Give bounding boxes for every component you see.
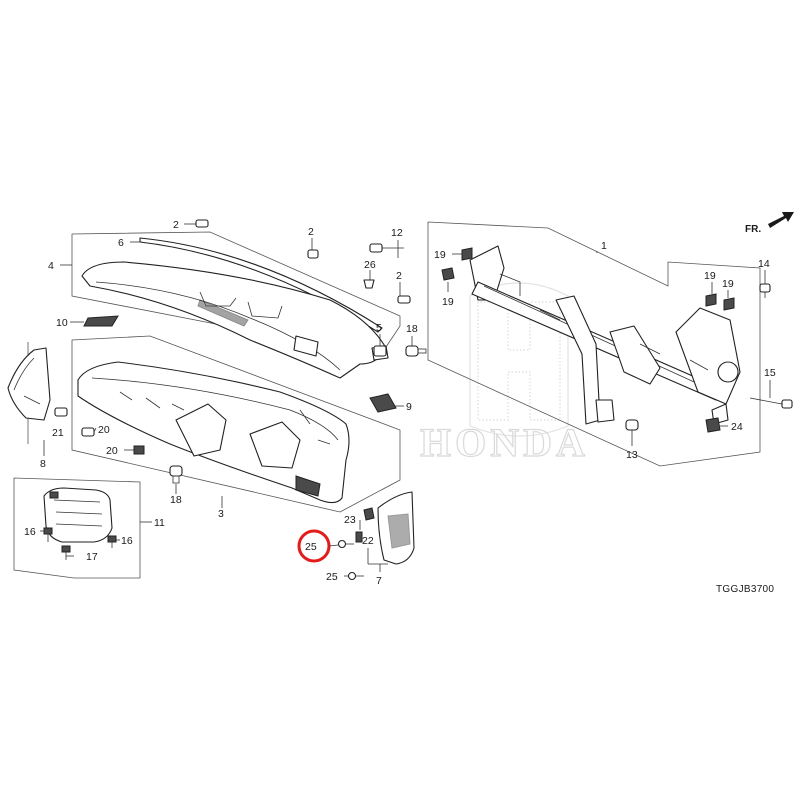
group-box-airbag xyxy=(13,477,141,579)
callout-5: 5 xyxy=(376,322,382,334)
part-8-side-cover xyxy=(7,347,51,421)
part-2-clip-b xyxy=(307,249,319,259)
callout-20-a: 20 xyxy=(98,424,110,436)
callout-4: 4 xyxy=(48,260,54,272)
callout-7: 7 xyxy=(376,575,382,587)
callout-25-a: 25 xyxy=(305,541,317,553)
callout-3: 3 xyxy=(218,508,224,520)
callout-10: 10 xyxy=(56,317,68,329)
callout-17: 17 xyxy=(86,551,98,563)
callout-22: 22 xyxy=(362,535,374,547)
callout-23: 23 xyxy=(344,514,356,526)
part-20-clip-b xyxy=(133,445,145,455)
callout-16-a: 16 xyxy=(24,526,36,538)
part-3-lower-dashboard-panel xyxy=(77,361,350,504)
callout-13: 13 xyxy=(626,449,638,461)
callout-2-clip-c: 2 xyxy=(396,270,402,282)
part-15-bolt xyxy=(749,397,793,409)
part-25-screw-b xyxy=(347,571,364,581)
front-direction-label: FR. xyxy=(745,224,761,235)
part-10-side-vent xyxy=(83,315,119,327)
callout-19-a: 19 xyxy=(434,249,446,261)
callout-21: 21 xyxy=(52,427,64,439)
honda-watermark: HONDA xyxy=(419,282,589,466)
part-9-side-vent xyxy=(369,393,397,413)
callout-1: 1 xyxy=(601,240,607,252)
callout-6: 6 xyxy=(118,237,124,249)
callout-19-c: 19 xyxy=(704,270,716,282)
part-19-clip-a xyxy=(461,247,473,261)
part-13-bolt xyxy=(625,419,639,440)
callout-20-b: 20 xyxy=(106,445,118,457)
brand-watermark-text: HONDA xyxy=(420,420,589,465)
callout-9: 9 xyxy=(406,401,412,413)
callout-labels: 1 2 2 2 3 4 5 6 7 8 9 10 11 12 13 14 15 … xyxy=(24,219,776,587)
part-11-airbag-module xyxy=(43,487,113,543)
part-23-clip xyxy=(363,507,375,521)
callout-19-d: 19 xyxy=(722,278,734,290)
part-17-bolt xyxy=(61,545,71,560)
callout-18-a: 18 xyxy=(406,323,418,335)
part-2-clip-c xyxy=(397,295,411,304)
callout-16-b: 16 xyxy=(121,535,133,547)
callout-26: 26 xyxy=(364,259,376,271)
callout-2-clip-b: 2 xyxy=(308,226,314,238)
front-arrow-icon xyxy=(768,212,794,228)
highlighted-callout-25: 25 xyxy=(297,529,339,563)
part-1-steering-hanger-beam xyxy=(469,245,741,425)
part-4-upper-dashboard-panel xyxy=(81,261,389,379)
part-19-clip-d xyxy=(723,297,735,311)
part-22-clip xyxy=(355,531,363,543)
part-20-clip-a xyxy=(81,427,95,437)
part-12-bolt xyxy=(369,243,404,253)
group-box-lower-dashboard xyxy=(71,335,401,513)
callout-25-b: 25 xyxy=(326,571,338,583)
callout-18-b: 18 xyxy=(170,494,182,506)
callout-12: 12 xyxy=(391,227,403,239)
callout-2-clip-a: 2 xyxy=(173,219,179,231)
diagram-code: TGGJB3700 xyxy=(716,584,774,595)
callout-14: 14 xyxy=(758,258,770,270)
part-16-bolt-b xyxy=(107,535,117,548)
callout-19-b: 19 xyxy=(442,296,454,308)
part-6-garnish-strip xyxy=(139,237,383,333)
part-19-clip-b xyxy=(441,267,455,281)
group-box-upper-dashboard xyxy=(71,231,401,357)
part-2-clip-a xyxy=(195,219,209,228)
part-24-nut xyxy=(705,417,721,433)
part-25-screw-a xyxy=(337,539,354,549)
front-direction-indicator: FR. xyxy=(745,212,794,235)
part-7-side-panel xyxy=(377,491,415,565)
leader-lines xyxy=(40,223,771,577)
callout-24: 24 xyxy=(731,421,743,433)
part-21-clip xyxy=(54,407,68,417)
callout-11: 11 xyxy=(154,517,165,529)
part-18-fastener-b xyxy=(169,465,183,484)
part-18-fastener-a xyxy=(405,345,427,357)
callout-15: 15 xyxy=(764,367,776,379)
part-5-clip xyxy=(373,345,387,357)
group-box-steering-hanger xyxy=(427,221,761,467)
part-14-bolt xyxy=(759,283,771,298)
callout-8: 8 xyxy=(40,458,46,470)
part-19-clip-c xyxy=(705,293,717,307)
part-26-clip xyxy=(363,279,375,289)
